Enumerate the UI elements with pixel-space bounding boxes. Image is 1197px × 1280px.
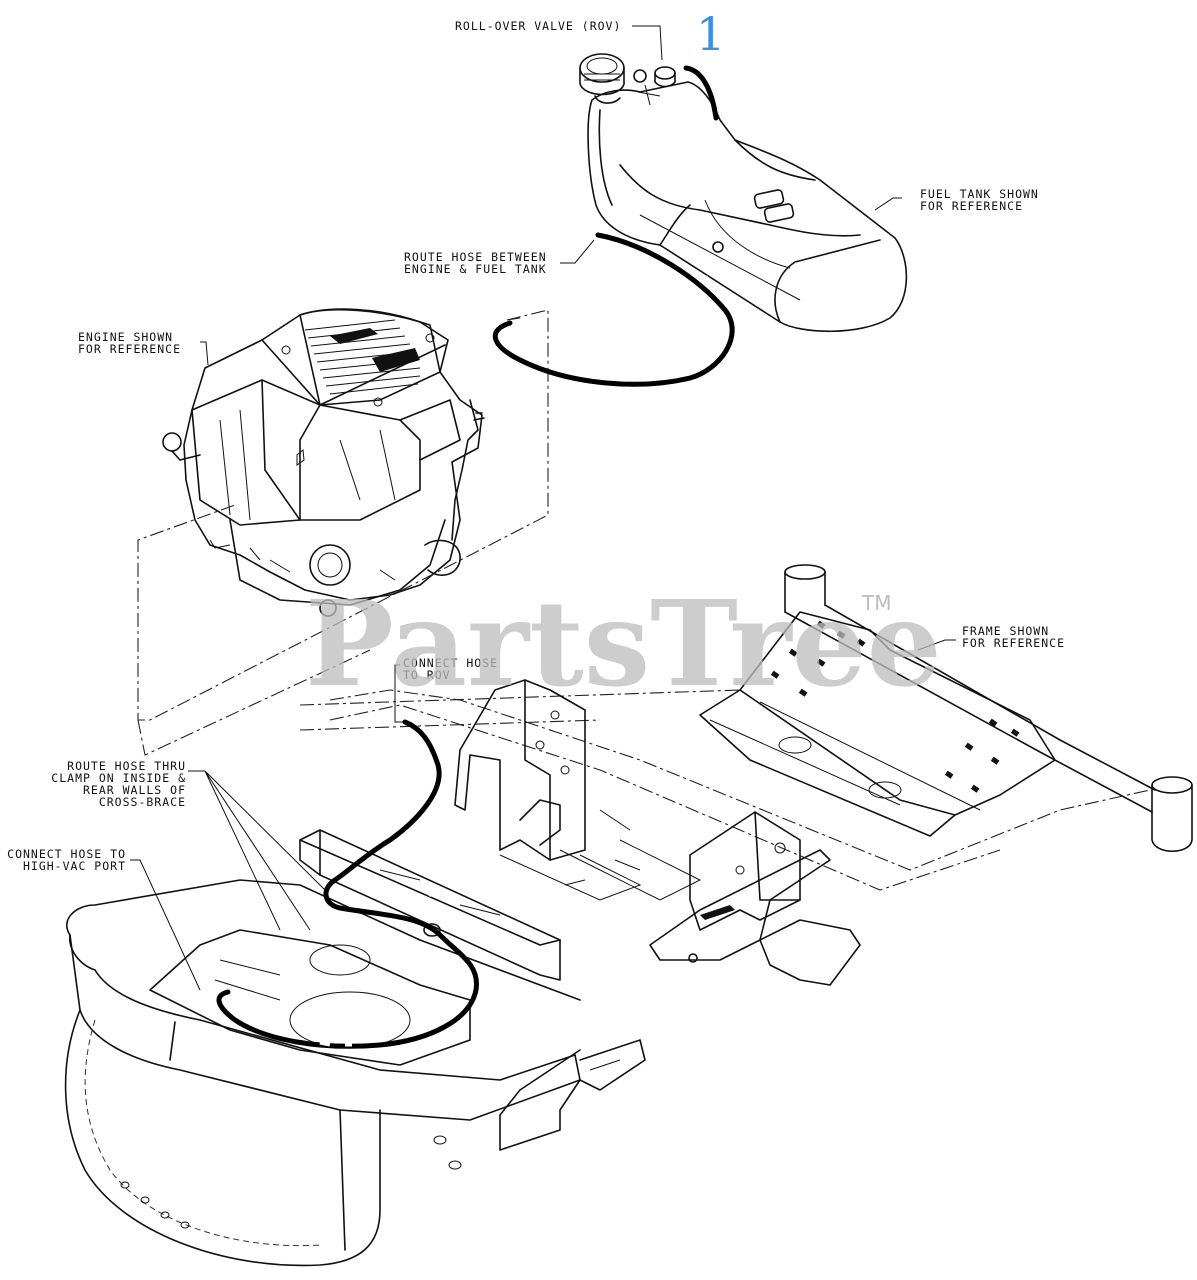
label-route-engine-tank-2: ENGINE & FUEL TANK bbox=[404, 262, 547, 276]
label-connect-rov-1: CONNECT HOSE bbox=[403, 656, 498, 670]
watermark-text: PartsTree bbox=[305, 574, 942, 713]
label-route-clamp-4: CROSS-BRACE bbox=[99, 795, 186, 809]
engine-icon bbox=[162, 308, 485, 617]
label-route-clamp-1: ROUTE HOSE THRU bbox=[67, 759, 186, 773]
label-frame-2: FOR REFERENCE bbox=[962, 636, 1065, 650]
watermark: PartsTree TM bbox=[305, 574, 942, 713]
label-route-engine-tank-1: ROUTE HOSE BETWEEN bbox=[404, 250, 547, 264]
label-route-clamp-2: CLAMP ON INSIDE & bbox=[51, 771, 186, 785]
label-connect-vac-2: HIGH-VAC PORT bbox=[23, 859, 126, 873]
label-engine-1: ENGINE SHOWN bbox=[78, 330, 173, 344]
callout-number: 1 bbox=[696, 7, 725, 61]
label-frame-1: FRAME SHOWN bbox=[962, 624, 1049, 638]
label-connect-rov-2: TO ROV bbox=[403, 668, 451, 682]
label-engine-2: FOR REFERENCE bbox=[78, 342, 181, 356]
fuel-hose-icon bbox=[216, 65, 735, 1049]
watermark-tm: TM bbox=[861, 591, 891, 615]
label-connect-vac-1: CONNECT HOSE TO bbox=[7, 847, 126, 861]
rov-valve-icon bbox=[633, 66, 676, 106]
label-route-clamp-3: REAR WALLS OF bbox=[83, 783, 186, 797]
label-rov: ROLL-OVER VALVE (ROV) bbox=[455, 19, 621, 33]
label-fuel-tank-2: FOR REFERENCE bbox=[920, 199, 1023, 213]
labels: ROLL-OVER VALVE (ROV) 1 FUEL TANK SHOWN … bbox=[7, 7, 1065, 873]
frame-icon bbox=[64, 564, 1193, 1267]
label-fuel-tank-1: FUEL TANK SHOWN bbox=[920, 187, 1039, 201]
fuel-tank-icon bbox=[579, 53, 908, 333]
leader-lines bbox=[130, 25, 956, 991]
